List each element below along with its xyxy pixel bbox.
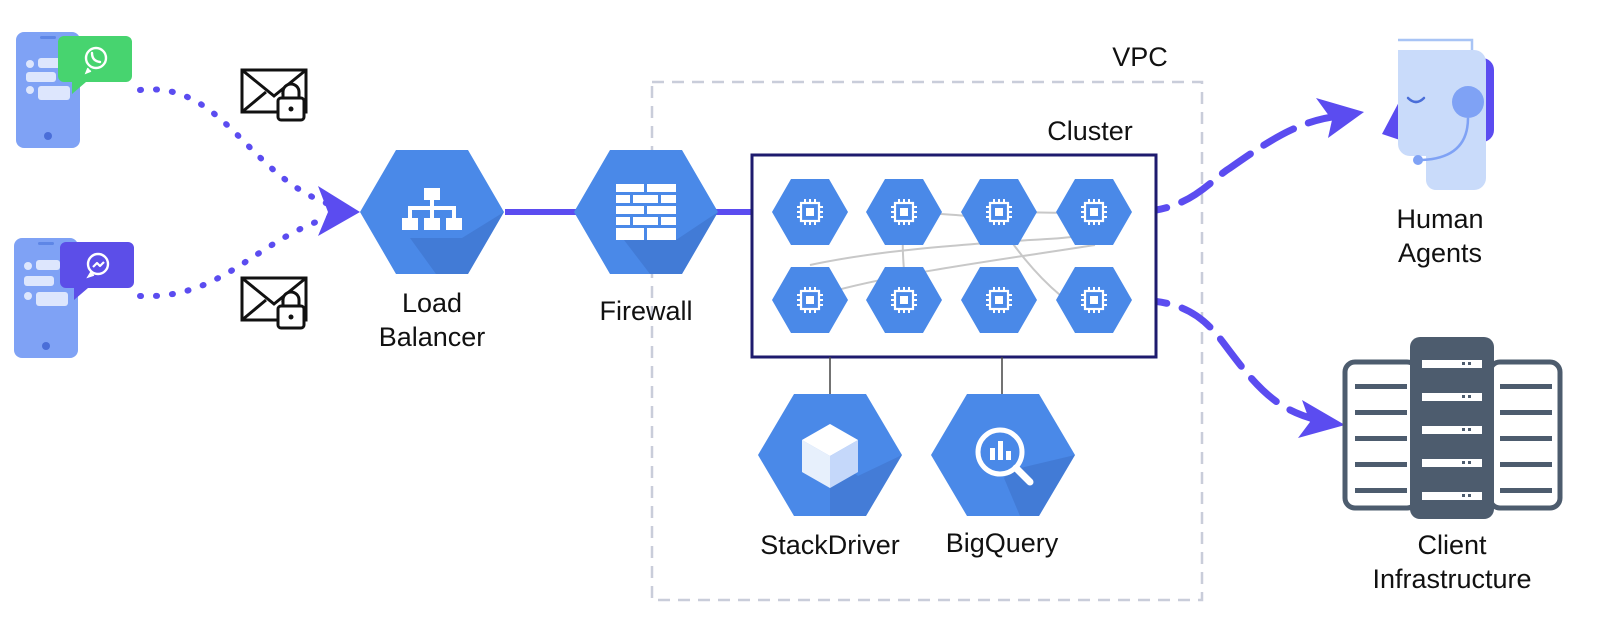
messenger-icon — [86, 252, 110, 279]
chat-channel-whatsapp — [16, 32, 132, 148]
vpc-label: VPC — [1112, 42, 1168, 72]
load-balancer-label-line1: Load — [401, 288, 463, 318]
whatsapp-icon — [84, 46, 108, 75]
cpu-chip-icon — [795, 197, 825, 227]
compute-node — [961, 267, 1037, 333]
firewall-label: Firewall — [599, 296, 693, 326]
load-balancer-label: Load Balancer — [362, 286, 502, 354]
cpu-chip-icon — [889, 285, 919, 315]
compute-node — [772, 179, 848, 245]
cpu-chip-icon — [984, 197, 1014, 227]
vpc-boundary — [650, 80, 1204, 602]
human-agents-label: Human Agents — [1360, 202, 1520, 270]
cpu-chip-icon — [889, 197, 919, 227]
human-agents-label-line2: Agents — [1397, 238, 1483, 268]
cpu-chip-icon — [1079, 285, 1109, 315]
compute-node — [866, 179, 942, 245]
ingress-arrowhead — [318, 186, 360, 236]
cube-icon — [802, 424, 858, 488]
whatsapp-bubble — [58, 36, 132, 94]
compute-node — [961, 179, 1037, 245]
stackdriver-label: StackDriver — [760, 530, 900, 560]
chat-channel-messenger — [14, 238, 134, 358]
egress-client-infra-connector — [1129, 296, 1322, 424]
brick-wall-icon — [616, 184, 676, 240]
sitemap-icon — [402, 188, 462, 230]
load-balancer-node — [360, 150, 504, 274]
server-rack-icon — [1342, 337, 1563, 519]
envelope-lock-icon — [240, 68, 308, 122]
cpu-chip-icon — [984, 285, 1014, 315]
compute-node — [866, 267, 942, 333]
stackdriver-node — [758, 394, 902, 516]
client-infrastructure-label-line2: Infrastructure — [1372, 564, 1532, 594]
human-agents-label-line1: Human — [1396, 204, 1484, 234]
envelope-lock-icon — [240, 276, 308, 330]
firewall-node — [574, 150, 718, 274]
headset-agent-icon — [1382, 38, 1494, 190]
compute-node — [772, 267, 848, 333]
cpu-chip-icon — [795, 285, 825, 315]
client-infrastructure-label-line1: Client — [1417, 530, 1487, 560]
messenger-bubble — [60, 242, 134, 300]
cpu-chip-icon — [1079, 197, 1109, 227]
compute-node — [1056, 267, 1132, 333]
channel-1-connector — [137, 86, 353, 213]
client-infrastructure-label: Client Infrastructure — [1360, 528, 1544, 596]
egress-human-agents-arrowhead — [1316, 98, 1364, 138]
search-chart-icon — [975, 427, 1034, 486]
cluster-label: Cluster — [1047, 116, 1133, 146]
channel-2-connector — [137, 209, 353, 300]
egress-human-agents-connector — [1129, 112, 1344, 216]
bigquery-node — [931, 394, 1075, 516]
bigquery-label: BigQuery — [945, 528, 1059, 558]
load-balancer-label-line2: Balancer — [378, 322, 486, 352]
compute-node — [1056, 179, 1132, 245]
egress-client-infra-arrowhead — [1298, 400, 1345, 438]
